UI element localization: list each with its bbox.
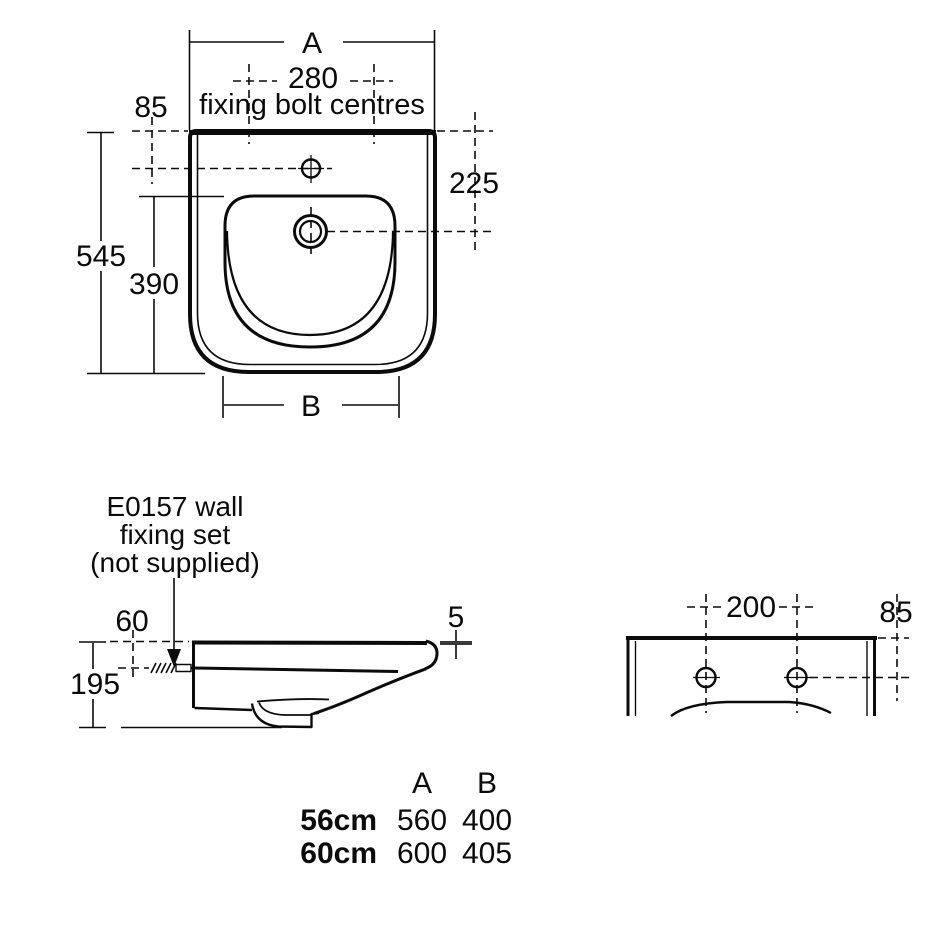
dim-195-value: 195 — [70, 668, 120, 701]
back-view: 200 85 — [626, 591, 913, 717]
bowl-underside-curve — [313, 667, 427, 715]
dim-280-value: 280 — [288, 62, 338, 95]
row-b-value: 405 — [462, 837, 512, 870]
table-row: 56cm 560 400 — [300, 804, 512, 837]
bowl-floor-line — [256, 698, 330, 703]
row-size-label: 56cm — [300, 804, 377, 837]
dim-280: 280 fixing bolt centres — [199, 62, 425, 121]
row-a-value: 560 — [397, 804, 447, 837]
row-size-label: 60cm — [300, 837, 377, 870]
trap-outer — [250, 703, 320, 729]
screw-thread — [150, 662, 177, 674]
side-view-centerlines — [110, 630, 189, 681]
top-view-outline — [188, 129, 437, 374]
note-arrowhead — [167, 649, 181, 667]
dim-390-value: 390 — [129, 268, 179, 301]
front-nose — [424, 639, 439, 671]
back-view-outline — [626, 636, 877, 717]
top-view: A 280 fixing bolt centres 85 225 545 390… — [76, 27, 499, 423]
basin-outer-outline — [188, 129, 437, 374]
side-view-outline — [192, 639, 439, 729]
note-line-1: E0157 wall — [107, 491, 244, 522]
bowl-outer-outline — [223, 194, 397, 349]
rim-top — [192, 640, 428, 645]
bowl-inner-outline — [225, 230, 395, 337]
screw-shank — [175, 663, 192, 673]
dim-a-label: A — [302, 27, 322, 60]
bowl-back-curve — [670, 700, 832, 717]
rim-underside — [194, 666, 399, 673]
basin-inner-rim — [196, 135, 429, 366]
note-line-3: (not supplied) — [90, 547, 260, 578]
note-line-2: fixing set — [120, 519, 231, 550]
dim-b-label: B — [301, 390, 321, 423]
dim-5-value: 5 — [448, 601, 465, 634]
trap-inner — [258, 702, 311, 716]
back-view-centerlines — [687, 594, 909, 713]
dim-b: B — [222, 376, 400, 423]
bolt-centres-caption: fixing bolt centres — [199, 89, 425, 121]
table-row: 60cm 600 405 — [300, 837, 512, 870]
dim-225-value: 225 — [449, 167, 499, 200]
size-table: A B 56cm 560 400 60cm 600 405 — [300, 767, 512, 870]
dim-85-back-value: 85 — [879, 596, 912, 629]
row-a-value: 600 — [397, 837, 447, 870]
dim-195: 195 — [70, 641, 120, 729]
row-b-value: 400 — [462, 804, 512, 837]
side-view: E0157 wall fixing set (not supplied) 60 … — [70, 491, 472, 729]
dim-60-value: 60 — [115, 605, 148, 638]
table-header-b: B — [477, 767, 497, 800]
top-view-centerlines — [132, 64, 493, 257]
back-bottom — [194, 706, 253, 712]
dim-5: 5 — [440, 601, 472, 659]
fixing-set-note: E0157 wall fixing set (not supplied) — [90, 491, 260, 667]
dim-85-top-value: 85 — [134, 91, 167, 124]
dim-545: 545 — [76, 131, 126, 373]
dim-390: 390 — [129, 195, 224, 373]
dim-545-value: 545 — [76, 240, 126, 273]
dim-200-value: 200 — [726, 591, 776, 624]
table-header-a: A — [412, 767, 432, 800]
dim-a: A — [188, 27, 436, 130]
